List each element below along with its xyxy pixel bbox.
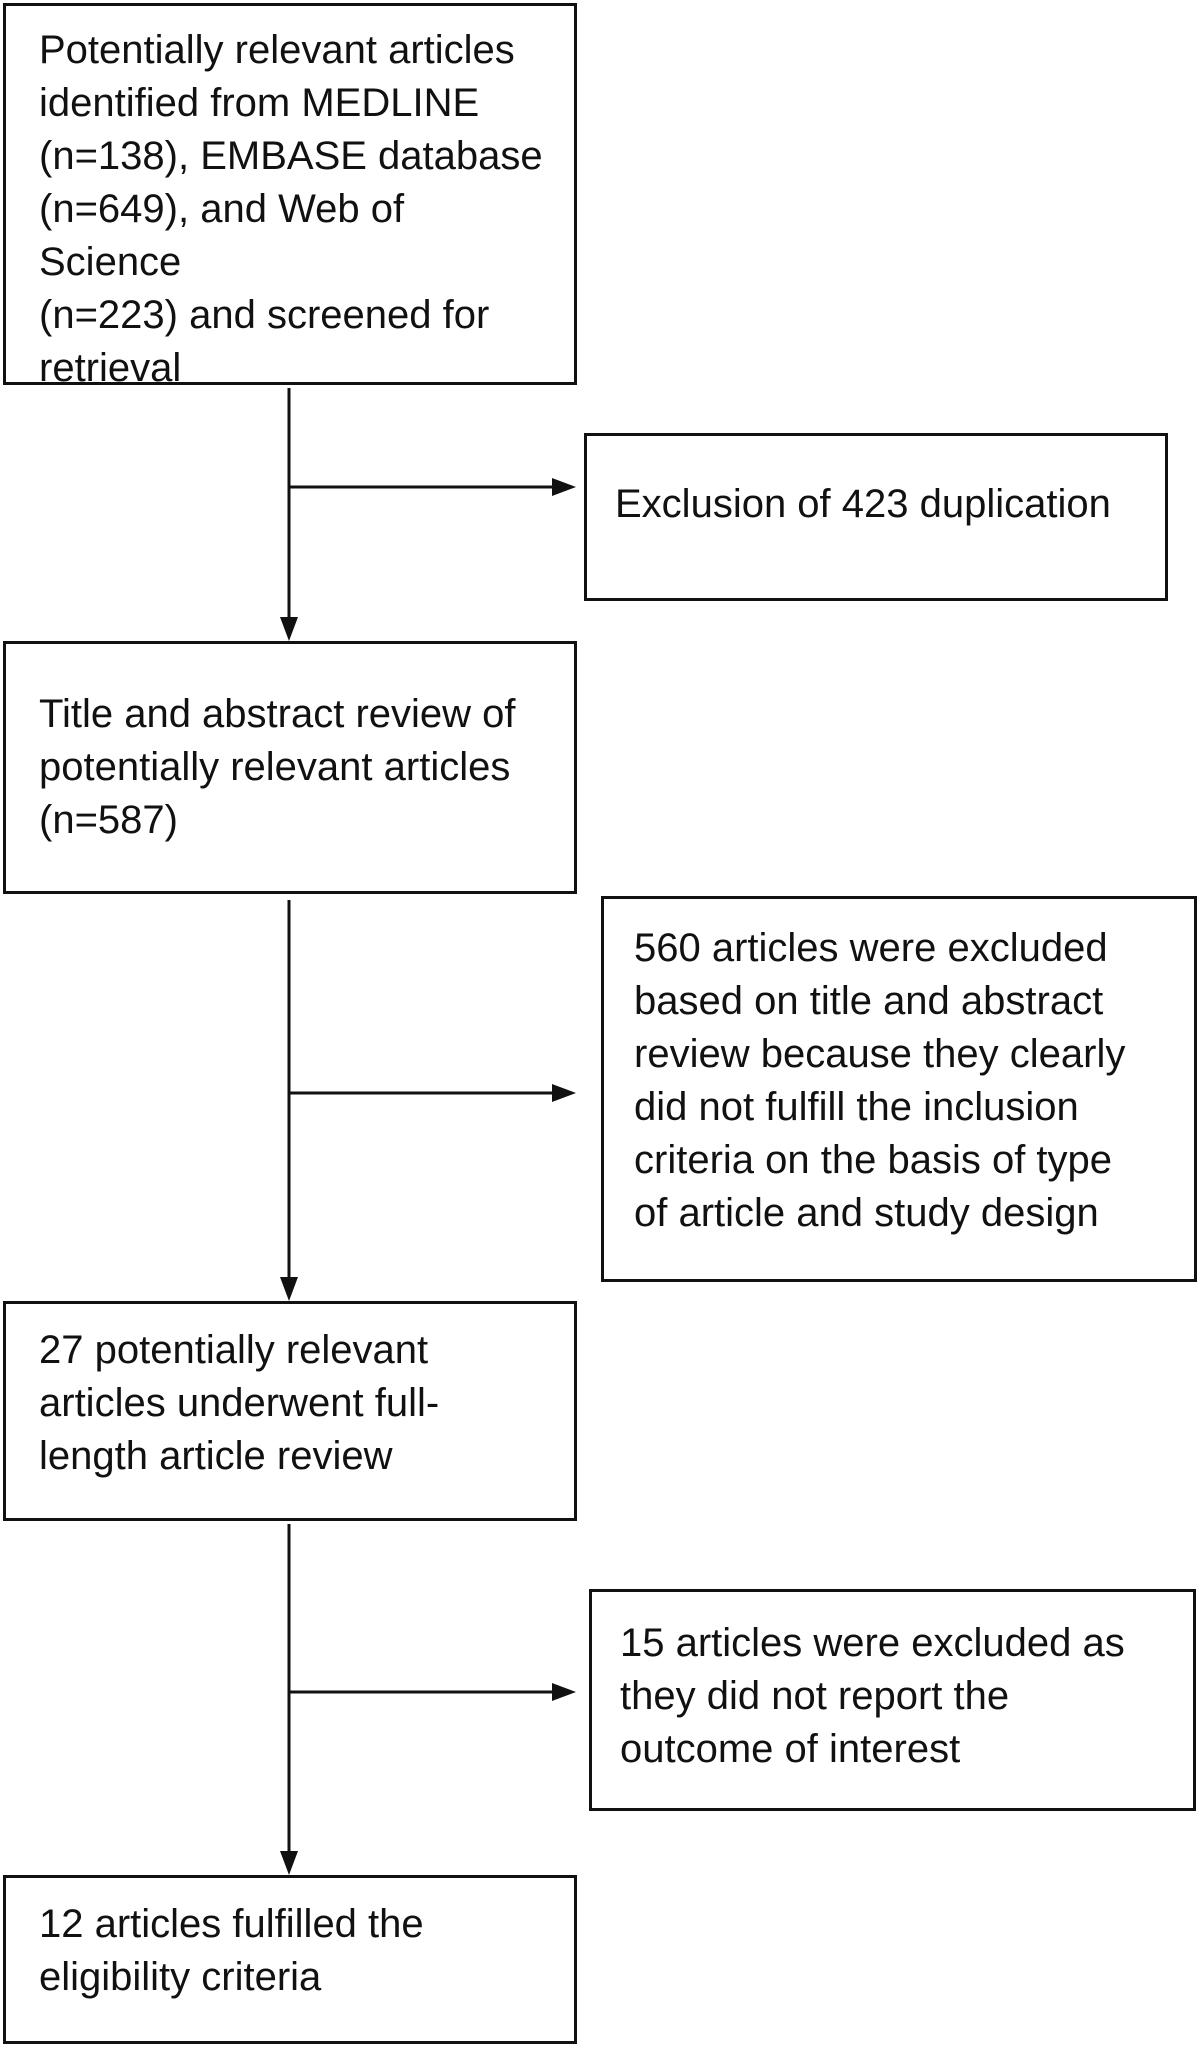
box-text-line: (n=138), EMBASE database [39, 134, 543, 178]
box-text-line: identified from MEDLINE [39, 81, 480, 125]
box-text-line: (n=649), and Web of Science [39, 187, 405, 284]
duplicates-excluded-box: Exclusion of 423 duplication [584, 433, 1168, 601]
box-text-line: articles underwent full- [39, 1381, 440, 1425]
box-text-line: length article review [39, 1434, 393, 1478]
identification-box: Potentially relevant articles identified… [3, 3, 577, 390]
box-text-line: Potentially relevant articles [39, 28, 515, 72]
title-abstract-excluded-box: 560 articles were excluded based on titl… [601, 896, 1197, 1282]
box-text-line: (n=223) and screened for [39, 293, 490, 337]
included-studies-box: 12 articles fulfilled the eligibility cr… [3, 1875, 577, 2044]
arrowhead-down-2 [280, 1277, 298, 1301]
box-text-line: retrieval [39, 346, 182, 390]
box-text-line: they did not report the [620, 1674, 1010, 1718]
box-text-line: 560 articles were excluded [634, 926, 1108, 970]
arrowhead-side-1 [552, 478, 576, 496]
full-text-excluded-box: 15 articles were excluded as they did no… [589, 1589, 1196, 1811]
box-text-line: Title and abstract review of [39, 692, 516, 736]
full-text-review-box: 27 potentially relevant articles underwe… [3, 1301, 577, 1521]
title-abstract-review-box: Title and abstract review of potentially… [3, 641, 577, 894]
box-text-line: based on title and abstract [634, 979, 1104, 1023]
arrowhead-side-2 [552, 1084, 576, 1102]
box-text-line: 15 articles were excluded as [620, 1621, 1125, 1665]
box-text-line: Exclusion of 423 duplication [615, 482, 1111, 526]
box-text-line: 27 potentially relevant [39, 1328, 429, 1372]
arrowhead-down-3 [280, 1851, 298, 1875]
box-text-line: (n=587) [39, 798, 178, 842]
arrowhead-down-1 [280, 617, 298, 641]
box-text-line: outcome of interest [620, 1727, 961, 1771]
box-text-line: of article and study design [634, 1191, 1099, 1235]
box-text-line: criteria on the basis of type [634, 1138, 1113, 1182]
box-text-line: did not fulfill the inclusion [634, 1085, 1079, 1129]
box-text-line: review because they clearly [634, 1032, 1126, 1076]
box-text-line: potentially relevant articles [39, 745, 511, 789]
arrowhead-side-3 [552, 1683, 576, 1701]
box-text-line: 12 articles fulfilled the [39, 1902, 424, 1946]
box-text-line: eligibility criteria [39, 1955, 322, 1999]
